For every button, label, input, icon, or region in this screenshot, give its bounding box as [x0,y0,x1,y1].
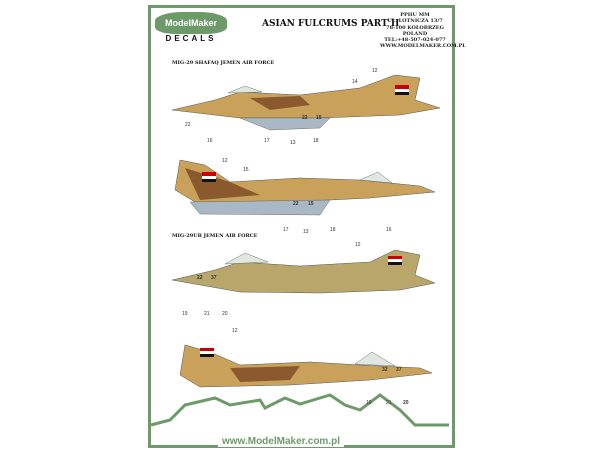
code-marking: 37 [211,275,217,281]
serial-marking: 22 [197,275,203,281]
section-label-mig29ub: MIG-29UB JEMEN AIR FORCE [172,233,258,239]
address-line: POLAND [402,30,428,37]
address-line: PPHU MM [400,12,430,18]
modelmaker-logo: ModelMaker [155,12,227,34]
callout: 16 [386,227,392,233]
callout: 17 [283,227,289,233]
aircraft-profile-1 [171,74,441,131]
callout: 19 [182,311,188,317]
code-marking: 15 [308,201,314,207]
callout: 13 [290,140,296,146]
callout: 21 [386,400,392,406]
callout: 21 [204,311,210,317]
callout: 19 [366,400,372,406]
address-line: UL. LOTNICZA 13/7 [387,18,443,25]
callout: 20 [403,400,409,406]
callout: 15 [243,167,249,173]
aircraft-profile-2 [174,159,436,216]
callout: 14 [352,79,358,85]
callout: 12 [232,328,238,334]
address-block: PPHU MM UL. LOTNICZA 13/7 78-100 KOŁOBRZ… [380,12,466,50]
callout: 12 [372,68,378,74]
logo-subtitle: DECALS [165,34,217,43]
aircraft-profile-3 [171,249,436,294]
serial-marking: 22 [302,115,308,121]
serial-marking: 22 [293,201,299,207]
address-line: WWW.MODELMAKER.COM.PL [380,43,466,50]
website-link[interactable]: www.ModelMaker.com.pl [218,436,344,447]
aircraft-profile-4 [179,344,433,388]
serial-marking: 32 [382,367,388,373]
serial-marking: 22 [185,122,191,128]
callout: 12 [222,158,228,164]
callout: 18 [313,138,319,144]
callout: 13 [303,229,309,235]
address-line: TEL:+48-507-024-077 [384,37,446,44]
callout: 16 [207,138,213,144]
address-line: 78-100 KOŁOBRZEG [386,24,444,31]
callout: 20 [222,311,228,317]
section-label-mig29: MIG-29 SHAFAQ JEMEN AIR FORCE [172,60,275,66]
sheet-title: ASIAN FULCRUMS PART II [262,19,400,29]
code-marking: 15 [316,115,322,121]
code-marking: 37 [396,367,402,373]
callout: 17 [264,138,270,144]
callout: 18 [330,227,336,233]
callout: 12 [355,242,361,248]
